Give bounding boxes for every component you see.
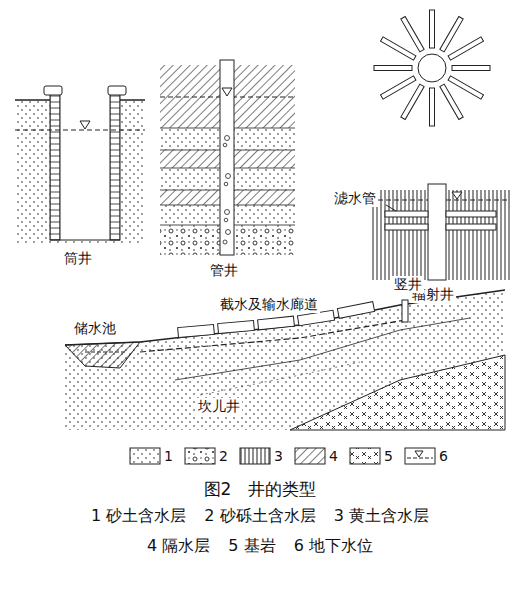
- legend-swatches: [130, 448, 435, 464]
- radial-well-section: [370, 184, 510, 280]
- legend-number: 5: [384, 448, 393, 464]
- legend-explanation: 1 砂土含水层: [91, 506, 186, 527]
- part-label: 截水及输水廊道: [218, 296, 320, 313]
- legend-explanation-row: 1 砂土含水层 2 砂砾土含水层 3 黄土含水层: [0, 506, 520, 527]
- part-label: 储水池: [72, 320, 118, 337]
- legend-explanation: 6 地下水位: [294, 536, 373, 557]
- legend-number: 4: [329, 448, 338, 464]
- legend-number: 3: [274, 448, 283, 464]
- legend-number: 2: [219, 448, 228, 464]
- radial-well-plan: [374, 10, 490, 126]
- legend-number: 1: [164, 448, 173, 464]
- legend-explanation: 2 砂砾土含水层: [204, 506, 315, 527]
- legend-explanation: 4 隔水层: [147, 536, 210, 557]
- figure-label: 管井: [208, 262, 240, 279]
- figure-label: 筒井: [62, 250, 94, 267]
- caption-line: 图2 井的类型: [0, 478, 520, 501]
- legend-explanation: 5 基岩: [228, 536, 275, 557]
- part-label: 竖井: [392, 276, 424, 293]
- figure-caption: 图2 井的类型: [204, 479, 317, 499]
- legend-explanation: 3 黄土含水层: [334, 506, 429, 527]
- callout-label: 滤水管: [332, 190, 378, 207]
- open-well: [15, 86, 145, 245]
- karez-section: [65, 290, 505, 430]
- legend-number: 6: [439, 448, 448, 464]
- figure-label: 坎儿井: [196, 398, 242, 415]
- legend-explanation-row: 4 隔水层 5 基岩 6 地下水位: [0, 536, 520, 557]
- tube-well: [160, 60, 295, 255]
